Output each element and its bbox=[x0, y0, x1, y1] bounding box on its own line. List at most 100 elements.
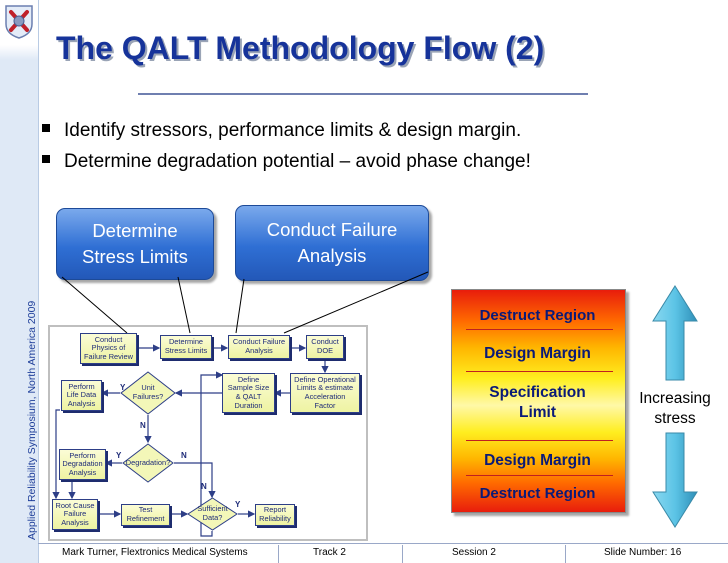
flow-text: Analysis bbox=[245, 346, 273, 355]
flow-text: Unit bbox=[141, 383, 155, 393]
flow-text: Conduct Failure bbox=[232, 337, 286, 347]
flow-text: Reliability bbox=[259, 514, 291, 523]
no-label: N bbox=[181, 451, 187, 460]
flow-text: Limits & estimate bbox=[296, 383, 354, 393]
destruct-region-top: Destruct Region bbox=[479, 307, 596, 324]
diamond-label: Degradation? bbox=[122, 443, 174, 483]
stress-line: stress bbox=[654, 410, 696, 427]
diamond-shape-icon bbox=[120, 371, 176, 415]
yes-label: Y bbox=[116, 451, 122, 460]
footer-separator bbox=[278, 545, 279, 563]
footer-author: Mark Turner, Flextronics Medical Systems bbox=[62, 547, 248, 558]
region-divider bbox=[466, 475, 613, 476]
footer-separator bbox=[565, 545, 566, 563]
degradation-diamond: Degradation? bbox=[122, 443, 174, 483]
footer-session: Session 2 bbox=[452, 547, 496, 558]
left-sidebar bbox=[0, 0, 39, 563]
flow-text: Sufficient bbox=[197, 504, 228, 514]
flow-text: Define bbox=[237, 374, 260, 384]
arrow-down-icon bbox=[652, 432, 698, 528]
flow-text: Perform bbox=[68, 381, 95, 391]
design-margin-top: Design Margin bbox=[484, 345, 591, 362]
symposium-logo-icon bbox=[2, 2, 36, 40]
flow-text: Determine bbox=[168, 337, 204, 347]
flow-text: Data? bbox=[202, 513, 223, 522]
flow-text: Failure bbox=[63, 509, 87, 519]
bullet-text: Identify stressors, performance limits &… bbox=[64, 120, 522, 141]
flow-text: Refinement bbox=[126, 514, 165, 523]
flow-text: Report bbox=[263, 505, 287, 515]
flow-text: Factor bbox=[314, 400, 336, 410]
region-divider bbox=[466, 371, 613, 372]
yes-label: Y bbox=[120, 383, 126, 392]
box-line: Stress Limits bbox=[82, 246, 188, 267]
bullet-item: Identify stressors, performance limits &… bbox=[42, 120, 521, 142]
flow-text: Sample Size bbox=[227, 383, 270, 393]
region-divider bbox=[466, 329, 613, 330]
bullet-text: Determine degradation potential – avoid … bbox=[64, 151, 531, 172]
flow-text: & QALT bbox=[235, 392, 262, 401]
box-line: Determine bbox=[92, 220, 178, 241]
specification-limit-line1: Specification bbox=[489, 384, 586, 401]
stress-line: Increasing bbox=[639, 390, 711, 407]
footer-track: Track 2 bbox=[313, 547, 346, 558]
arrow-up-icon bbox=[652, 285, 698, 381]
flow-text: Stress Limits bbox=[164, 346, 208, 355]
box-line: Analysis bbox=[297, 245, 367, 266]
flow-text: Duration bbox=[234, 400, 263, 410]
flow-text: DOE bbox=[316, 346, 333, 355]
footer-divider bbox=[38, 543, 728, 544]
flow-text: Perform bbox=[69, 450, 96, 460]
slide-title: The QALT Methodology Flow (2) bbox=[56, 30, 545, 66]
title-underline bbox=[138, 93, 588, 95]
conference-vertical-text: Applied Reliability Symposium, North Ame… bbox=[26, 300, 38, 540]
specification-limit-line2: Limit bbox=[518, 404, 557, 421]
flow-text: Analysis bbox=[67, 398, 96, 408]
destruct-region-bottom: Destruct Region bbox=[479, 485, 596, 502]
flow-text: Physics of bbox=[91, 343, 126, 353]
flow-text: Analysis bbox=[61, 517, 89, 527]
flow-text: Conduct bbox=[94, 334, 123, 344]
flow-text: Define Operational bbox=[294, 374, 356, 384]
bullet-square-icon bbox=[42, 155, 50, 163]
bullet-square-icon bbox=[42, 124, 50, 132]
footer-separator bbox=[402, 545, 403, 563]
diamond-shape-icon bbox=[122, 443, 174, 483]
no-label: N bbox=[140, 421, 146, 430]
flow-text: Root Cause bbox=[55, 500, 95, 510]
design-margin-bottom: Design Margin bbox=[484, 452, 591, 469]
flow-text: Conduct bbox=[311, 337, 339, 347]
flow-text: Degradation? bbox=[125, 457, 171, 467]
no-label: N bbox=[201, 482, 207, 491]
flow-text: Test bbox=[138, 505, 153, 515]
footer-slide-number: Slide Number: 16 bbox=[604, 547, 682, 558]
region-divider bbox=[466, 440, 613, 441]
increasing-stress-label: Increasing stress bbox=[620, 389, 728, 429]
yes-label: Y bbox=[235, 500, 241, 509]
flow-text: Failure Review bbox=[84, 351, 133, 361]
flow-text: Acceleration bbox=[304, 392, 346, 401]
diamond-shape-icon bbox=[187, 497, 238, 531]
bullet-item: Determine degradation potential – avoid … bbox=[42, 151, 531, 173]
flow-text: Life Data bbox=[66, 390, 97, 400]
flow-text: Failures? bbox=[132, 392, 164, 401]
flow-text: Analysis bbox=[68, 467, 97, 477]
flow-text: Degradation bbox=[62, 459, 103, 469]
